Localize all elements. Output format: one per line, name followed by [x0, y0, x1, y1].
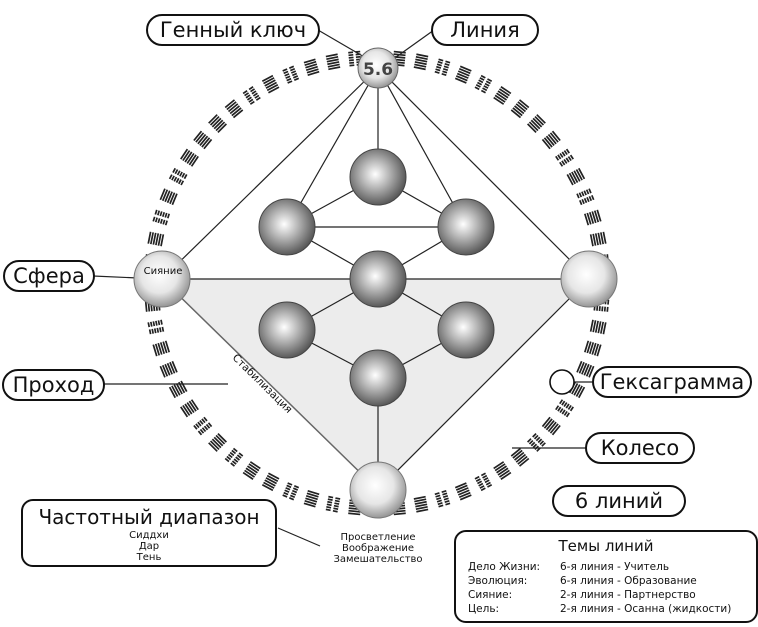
- term-confusion: Замешательство: [333, 554, 423, 565]
- hexagram-glyph: [541, 130, 561, 150]
- sphere-top[interactable]: [357, 47, 399, 89]
- six-lines-label: 6 линий: [552, 485, 686, 517]
- hexagram-glyph: [147, 319, 165, 335]
- sphere-inner-bottom[interactable]: [349, 349, 407, 407]
- hexagram-glyph: [208, 114, 227, 133]
- hexagram-glyph: [159, 188, 178, 206]
- hexagram-glyph: [180, 399, 199, 418]
- hexagram-glyph: [589, 231, 607, 247]
- theme-row: Эволюция: 6-я линия - Образование: [468, 575, 697, 587]
- sphere-inner-top[interactable]: [349, 148, 407, 206]
- hexagram-glyph: [454, 65, 472, 84]
- sphere-label: Сфера: [3, 260, 95, 292]
- hexagram-glyph: [584, 340, 602, 357]
- hexagram-glyph: [224, 447, 244, 467]
- hexagram-glyph: [147, 231, 165, 247]
- sphere-inner-lower-left[interactable]: [258, 301, 316, 359]
- sphere-inner-left[interactable]: [258, 198, 316, 256]
- hexagram-glyph: [576, 360, 595, 378]
- hexagram-glyph: [325, 53, 341, 71]
- hexagram-glyph: [242, 461, 261, 480]
- frequency-siddhi: Сиддхи: [129, 530, 169, 541]
- bottom-sphere-terms: Просветление Воображение Замешательство: [318, 532, 438, 565]
- theme-key: Эволюция:: [468, 575, 528, 587]
- hexagram-glyph: [282, 65, 300, 84]
- sphere-inner-right[interactable]: [437, 198, 495, 256]
- hexagram-glyph: [413, 495, 429, 513]
- hexagram-glyph: [510, 99, 530, 119]
- sphere-left[interactable]: [133, 250, 191, 308]
- frequency-band-box: Частотный диапазон Сиддхи Дар Тень: [21, 499, 277, 567]
- hexagram-glyph: [261, 472, 280, 492]
- gene-key-label: Генный ключ: [146, 14, 320, 46]
- hexagram-marker[interactable]: [549, 369, 575, 395]
- hexagram-glyph: [474, 472, 493, 492]
- sphere-right[interactable]: [560, 250, 618, 308]
- frequency-band-title: Частотный диапазон: [38, 505, 260, 529]
- hexagram-glyph: [584, 209, 602, 226]
- hexagram-glyph: [541, 416, 561, 436]
- hexagram-glyph: [493, 461, 512, 480]
- hexagram-glyph: [193, 416, 213, 436]
- hexagram-glyph: [493, 86, 512, 105]
- spheres: [133, 47, 618, 519]
- sphere-name: Сияние: [144, 266, 183, 277]
- hexagram-glyph: [193, 130, 213, 150]
- hexagram-glyph: [152, 340, 170, 357]
- theme-row: Цель: 2-я линия - Осанна (жидкости): [468, 603, 731, 615]
- sphere-center[interactable]: [349, 250, 407, 308]
- pathway-label: Проход: [2, 369, 105, 401]
- line-themes-box: Темы линий Дело Жизни: 6-я линия - Учител…: [454, 530, 758, 623]
- hexagram-glyph: [303, 58, 320, 76]
- wheel-label: Колесо: [585, 432, 695, 464]
- hexagram-glyph: [527, 114, 546, 133]
- hexagram-glyph: [434, 58, 451, 76]
- sphere-bottom[interactable]: [349, 461, 407, 519]
- line-themes-title: Темы линий: [558, 537, 654, 555]
- hexagram-glyph: [555, 399, 574, 418]
- hexagram-glyph: [242, 86, 261, 105]
- theme-value: 2-я линия - Партнерство: [560, 589, 696, 601]
- hexagram-glyph: [589, 319, 607, 335]
- hexagram-glyph: [152, 209, 170, 226]
- hexagram-glyph: [434, 490, 451, 508]
- hexagram-glyph: [303, 490, 320, 508]
- top-sphere-value: 5.6: [363, 60, 393, 80]
- hexagram-glyph: [159, 360, 178, 378]
- theme-value: 2-я линия - Осанна (жидкости): [560, 603, 732, 615]
- hexagram-glyph: [325, 495, 341, 513]
- theme-row: Дело Жизни: 6-я линия - Учитель: [468, 561, 669, 573]
- hexagram-glyph: [510, 447, 530, 467]
- term-imagination: Воображение: [341, 543, 415, 554]
- theme-key: Цель:: [468, 603, 500, 615]
- theme-value: 6-я линия - Образование: [560, 575, 697, 587]
- hexagram-glyph: [413, 53, 429, 71]
- hexagram-glyph: [527, 433, 546, 452]
- frequency-gift: Дар: [138, 541, 160, 552]
- hexagram-glyph: [454, 482, 472, 501]
- frequency-shadow: Тень: [136, 552, 162, 563]
- hexagram-glyph: [282, 482, 300, 501]
- theme-row: Сияние: 2-я линия - Партнерство: [468, 589, 696, 601]
- hexagram-label: Гексаграмма: [592, 366, 752, 398]
- hexagram-glyph: [208, 433, 227, 452]
- line-label: Линия: [431, 14, 539, 46]
- term-enlightenment: Просветление: [340, 532, 416, 543]
- theme-key: Сияние:: [468, 589, 513, 601]
- theme-key: Дело Жизни:: [468, 561, 541, 573]
- hexagram-glyph: [261, 74, 280, 94]
- hexagram-glyph: [555, 148, 574, 167]
- sphere-inner-lower-right[interactable]: [437, 301, 495, 359]
- hexagram-glyph: [576, 188, 595, 206]
- theme-value: 6-я линия - Учитель: [560, 561, 670, 573]
- hexagram-glyph: [224, 99, 244, 119]
- hexagram-glyph: [566, 167, 586, 186]
- hexagram-glyph: [168, 167, 188, 186]
- hexagram-glyph: [180, 148, 199, 167]
- hexagram-glyph: [474, 74, 493, 94]
